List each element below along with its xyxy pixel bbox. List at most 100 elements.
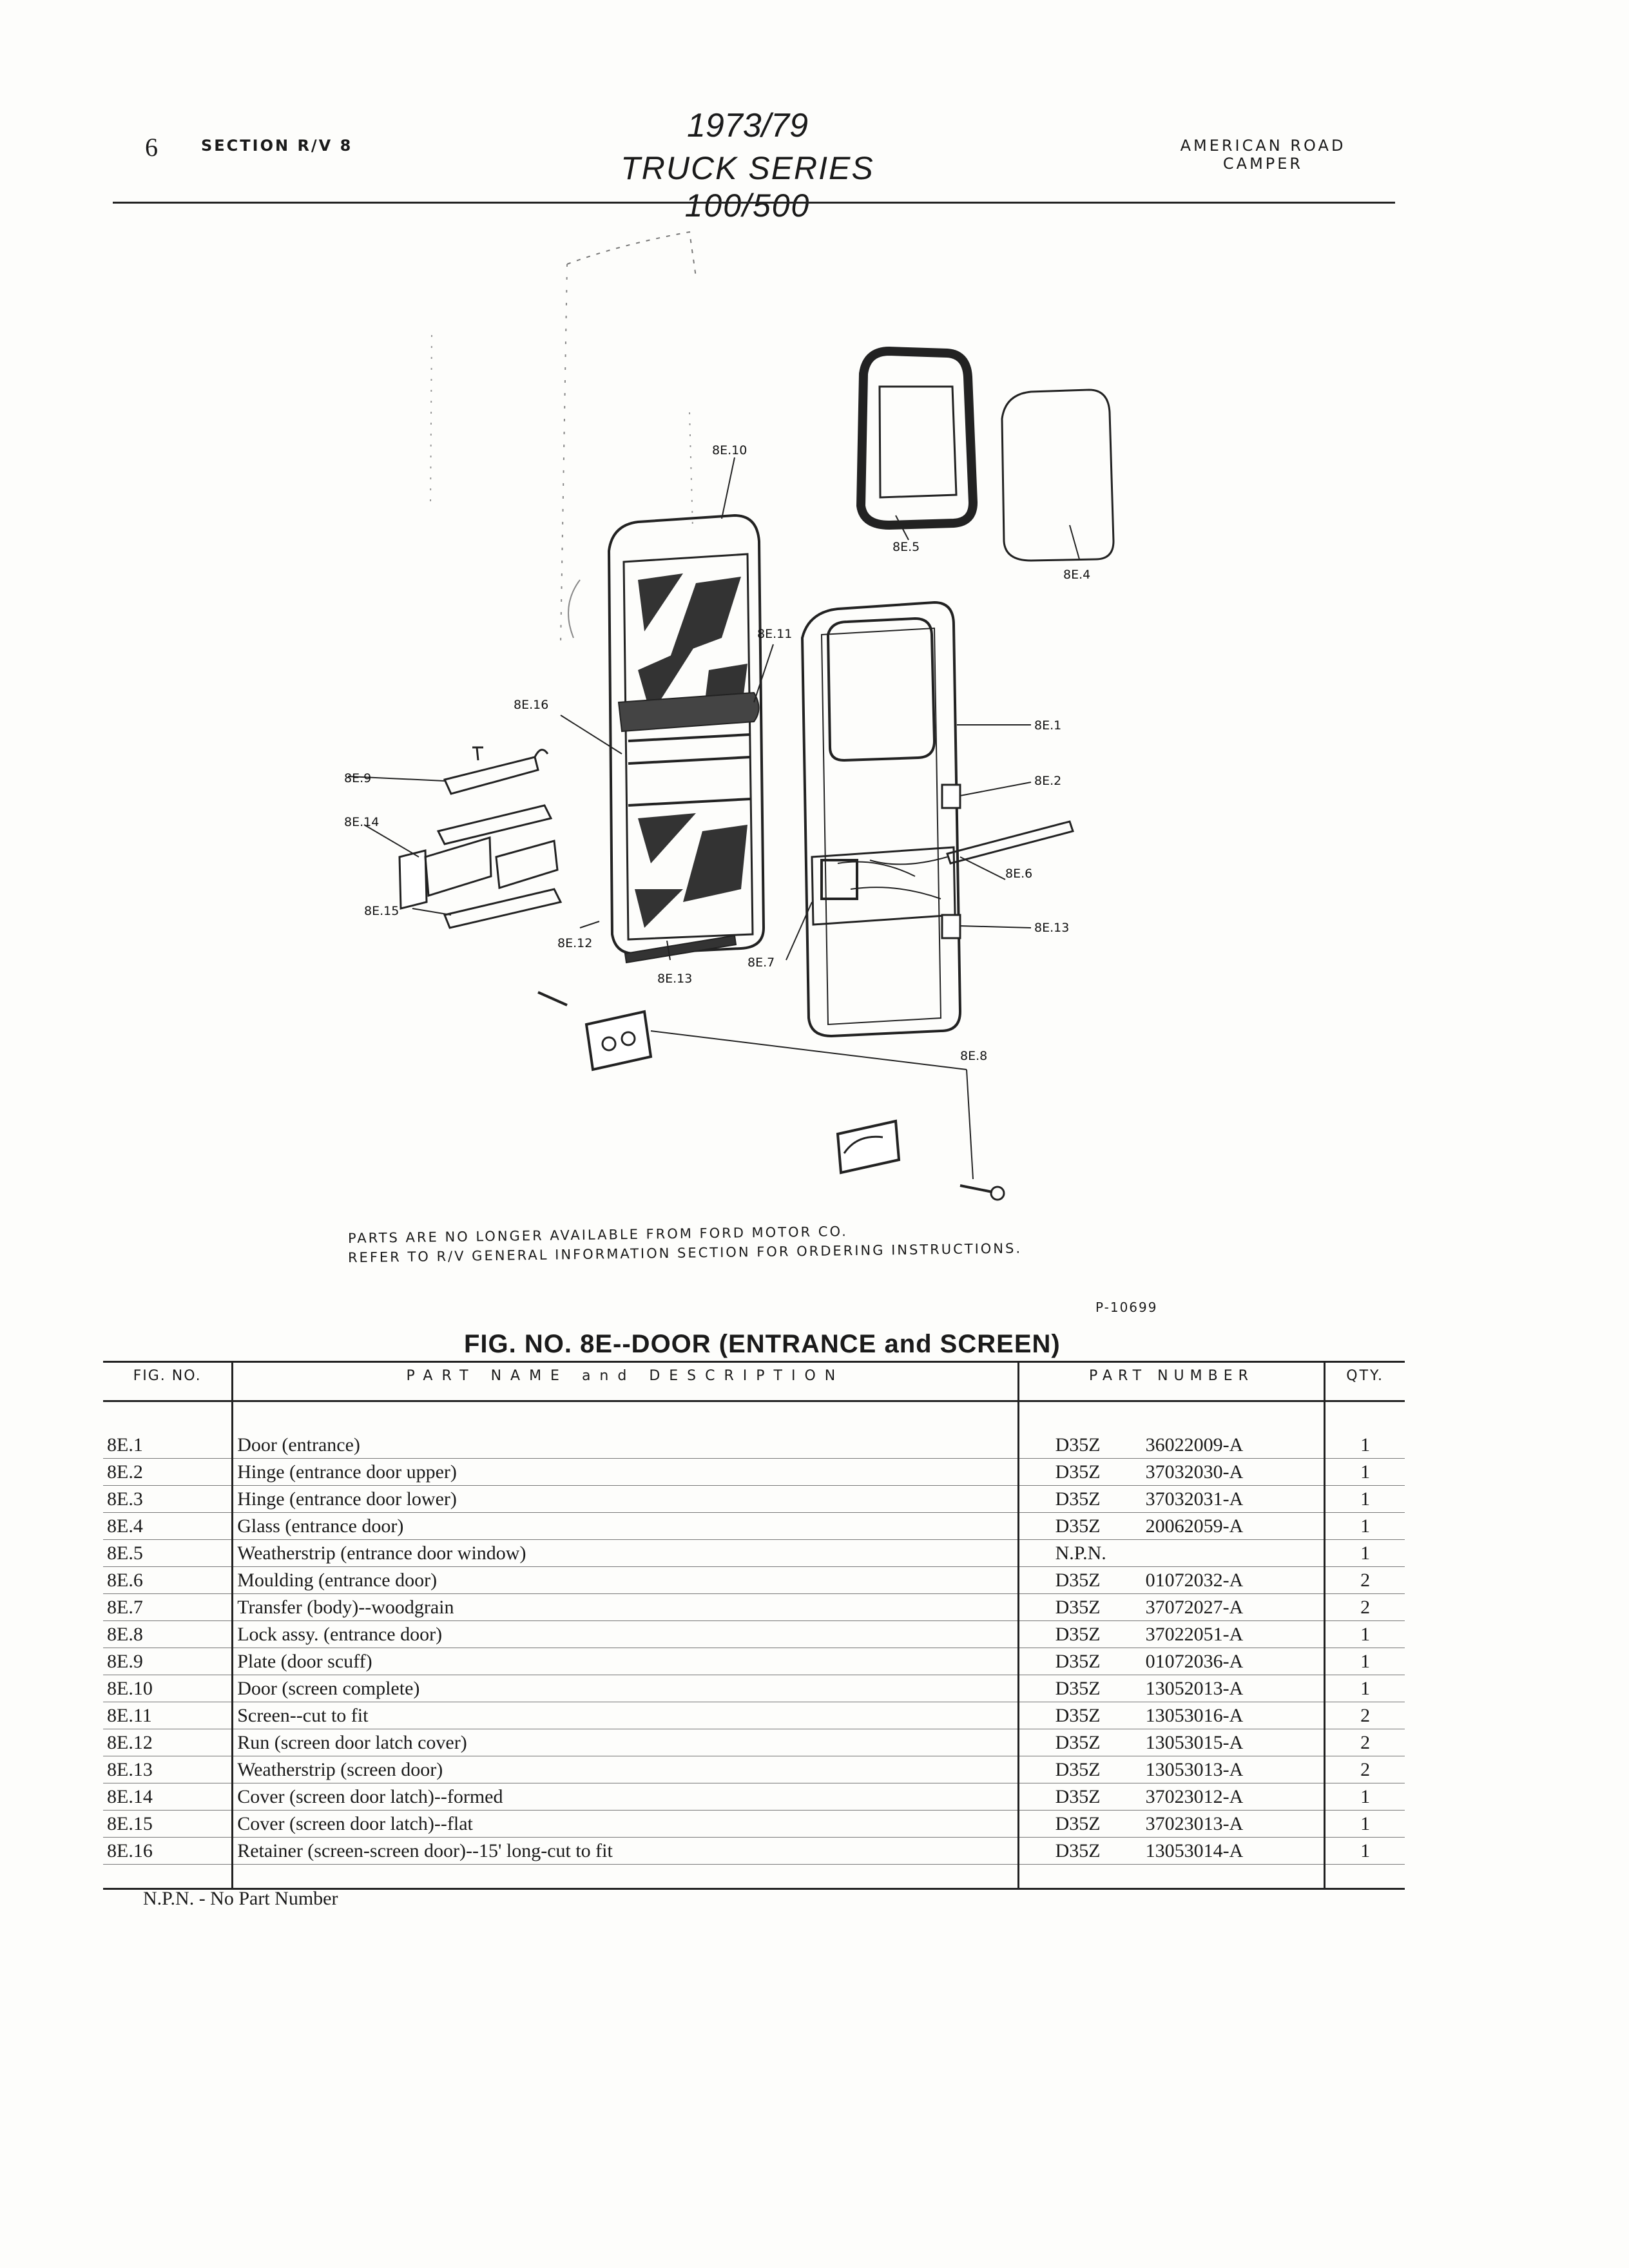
series-title: TRUCK SERIES 100/500 (621, 150, 874, 224)
brand-line-2: CAMPER (1222, 155, 1304, 173)
fig-no-cell: 8E.3 (103, 1485, 234, 1513)
part-number-cell: D35Z 13053013-A (1018, 1756, 1326, 1783)
description-cell: Moulding (entrance door) (232, 1566, 1019, 1594)
part-number: 13053014-A (1145, 1840, 1244, 1861)
description-cell: Hinge (entrance door lower) (232, 1485, 1019, 1513)
parts-table: FIG. NO. PART NAME and DESCRIPTION PART … (103, 1361, 1405, 1890)
fig-no-cell: 8E.16 (103, 1837, 234, 1865)
part-prefix: D35Z (1055, 1650, 1101, 1672)
qty-cell: 1 (1324, 1432, 1405, 1459)
fig-no-cell: 8E.15 (103, 1810, 234, 1838)
callout-8e6: 8E.6 (1005, 867, 1032, 881)
part-number-cell: D35Z 36022009-A (1018, 1432, 1326, 1459)
part-prefix: D35Z (1055, 1758, 1101, 1780)
part-number: 13053013-A (1145, 1758, 1244, 1780)
qty-cell: 2 (1324, 1756, 1405, 1783)
part-number: 13053015-A (1145, 1731, 1244, 1753)
table-header-row: FIG. NO. PART NAME and DESCRIPTION PART … (103, 1361, 1405, 1402)
part-number-cell: D35Z 37032031-A (1018, 1485, 1326, 1513)
part-prefix: D35Z (1055, 1785, 1101, 1807)
part-number-cell: D35Z 20062059-A (1018, 1512, 1326, 1540)
part-number-cell: D35Z 01072032-A (1018, 1566, 1326, 1594)
description-cell: Lock assy. (entrance door) (232, 1620, 1019, 1648)
part-prefix: D35Z (1055, 1812, 1101, 1834)
part-prefix: D35Z (1055, 1488, 1101, 1510)
year-range: 1973/79 (687, 107, 808, 144)
part-number: 36022009-A (1145, 1434, 1244, 1456)
description-cell: Screen--cut to fit (232, 1702, 1019, 1729)
part-number: 20062059-A (1145, 1515, 1244, 1537)
header-part-name: PART NAME and DESCRIPTION (232, 1361, 1019, 1402)
callout-8e7: 8E.7 (747, 956, 775, 970)
callout-8e4: 8E.4 (1063, 568, 1090, 582)
fig-no-cell: 8E.4 (103, 1512, 234, 1540)
header-fig-no: FIG. NO. (103, 1361, 234, 1402)
fig-no-cell: 8E.11 (103, 1702, 234, 1729)
header-rule (113, 202, 1395, 204)
part-prefix: D35Z (1055, 1840, 1101, 1861)
callout-8e10: 8E.10 (712, 443, 747, 457)
part-number-cell: D35Z 13053015-A (1018, 1729, 1326, 1756)
description-cell: Transfer (body)--woodgrain (232, 1593, 1019, 1621)
part-number-cell: N.P.N. (1018, 1539, 1326, 1567)
page-number: 6 (145, 133, 158, 162)
door-exploded-diagram: 8E.10 8E.5 8E.4 8E.11 8E.16 8E.1 8E.9 8E… (344, 231, 1115, 1201)
qty-cell: 1 (1324, 1620, 1405, 1648)
fig-no-cell: 8E.1 (103, 1432, 234, 1459)
callout-8e14: 8E.14 (344, 815, 379, 829)
section-label: SECTION R/V 8 (201, 137, 353, 155)
callout-8e16: 8E.16 (514, 698, 548, 712)
callout-8e1: 8E.1 (1034, 718, 1061, 733)
part-prefix: D35Z (1055, 1515, 1101, 1537)
description-cell: Plate (door scuff) (232, 1648, 1019, 1675)
fig-no-cell: 8E.2 (103, 1458, 234, 1486)
part-prefix: D35Z (1055, 1596, 1101, 1618)
callout-8e2: 8E.2 (1034, 774, 1061, 788)
part-prefix: D35Z (1055, 1434, 1101, 1456)
description-cell: Glass (entrance door) (232, 1512, 1019, 1540)
part-number-cell: D35Z 37022051-A (1018, 1620, 1326, 1648)
description-cell: Weatherstrip (screen door) (232, 1756, 1019, 1783)
qty-cell: 1 (1324, 1512, 1405, 1540)
description-cell: Hinge (entrance door upper) (232, 1458, 1019, 1486)
qty-cell: 1 (1324, 1675, 1405, 1702)
fig-no-cell: 8E.5 (103, 1539, 234, 1567)
part-number: 37022051-A (1145, 1623, 1244, 1645)
part-prefix: D35Z (1055, 1623, 1101, 1645)
fig-no-cell: 8E.8 (103, 1620, 234, 1648)
part-prefix: D35Z (1055, 1704, 1101, 1726)
callout-8e9: 8E.9 (344, 771, 371, 785)
description-cell: Run (screen door latch cover) (232, 1729, 1019, 1756)
qty-cell: 1 (1324, 1539, 1405, 1567)
qty-cell: 1 (1324, 1837, 1405, 1865)
callout-8e13-right: 8E.13 (1034, 921, 1069, 935)
fig-no-cell: 8E.14 (103, 1783, 234, 1811)
part-number: 37023012-A (1145, 1785, 1244, 1807)
description-cell: Cover (screen door latch)--flat (232, 1810, 1019, 1838)
part-number: 01072036-A (1145, 1650, 1244, 1672)
part-prefix: D35Z (1055, 1731, 1101, 1753)
description-cell: Door (entrance) (232, 1432, 1019, 1459)
part-number: 13053016-A (1145, 1704, 1244, 1726)
part-number: 37032031-A (1145, 1488, 1244, 1510)
description-cell: Cover (screen door latch)--formed (232, 1783, 1019, 1811)
part-number: 01072032-A (1145, 1569, 1244, 1591)
fig-no-cell: 8E.9 (103, 1648, 234, 1675)
callout-8e12: 8E.12 (557, 936, 592, 950)
part-prefix: D35Z (1055, 1569, 1101, 1591)
qty-cell: 1 (1324, 1458, 1405, 1486)
description-cell: Door (screen complete) (232, 1675, 1019, 1702)
fig-no-cell: 8E.7 (103, 1593, 234, 1621)
